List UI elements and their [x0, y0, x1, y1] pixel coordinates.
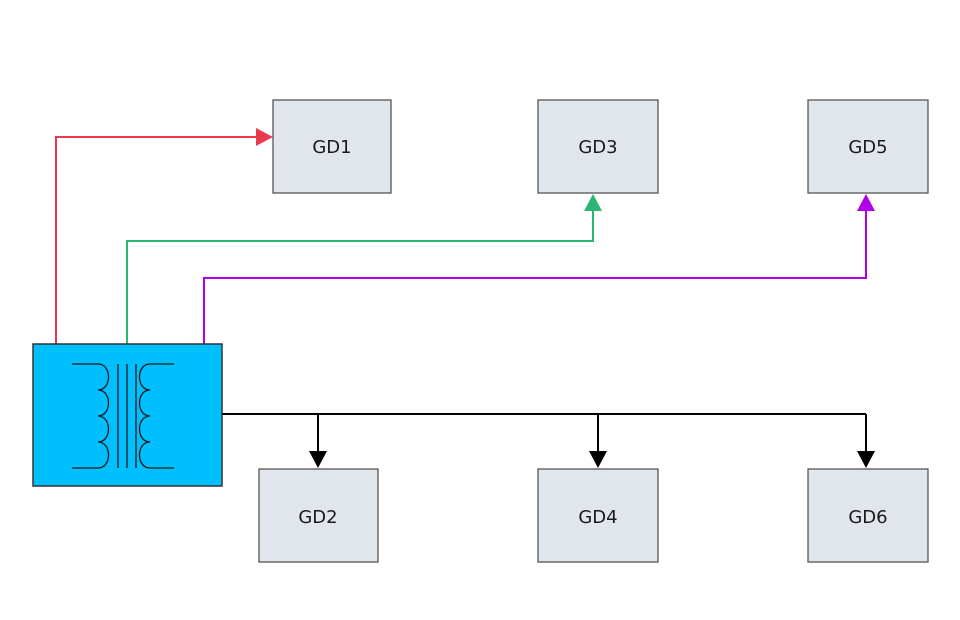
wire-to-gd5: [203, 210, 867, 344]
node-label: GD3: [578, 137, 617, 158]
node-gd5: GD5: [807, 99, 929, 194]
transformer-icon: [72, 363, 174, 469]
arrowhead-gd3: [584, 194, 602, 211]
arrowhead-gd2: [309, 451, 327, 468]
arrowhead-gd5: [857, 194, 875, 211]
node-gd2: GD2: [258, 468, 379, 563]
node-gd4: GD4: [537, 468, 659, 563]
node-gd6: GD6: [807, 468, 929, 563]
arrowhead-gd4: [589, 451, 607, 468]
arrowhead-gd6: [857, 451, 875, 468]
arrowhead-gd1: [256, 128, 273, 146]
node-gd3: GD3: [537, 99, 659, 194]
node-label: GD6: [848, 507, 887, 528]
node-gd1: GD1: [272, 99, 392, 194]
node-label: GD1: [312, 137, 351, 158]
transformer-block: [32, 343, 223, 487]
node-label: GD4: [578, 507, 617, 528]
node-label: GD2: [298, 507, 337, 528]
wire-to-gd1: [55, 136, 258, 344]
wire-to-gd3: [126, 210, 594, 344]
node-label: GD5: [848, 137, 887, 158]
